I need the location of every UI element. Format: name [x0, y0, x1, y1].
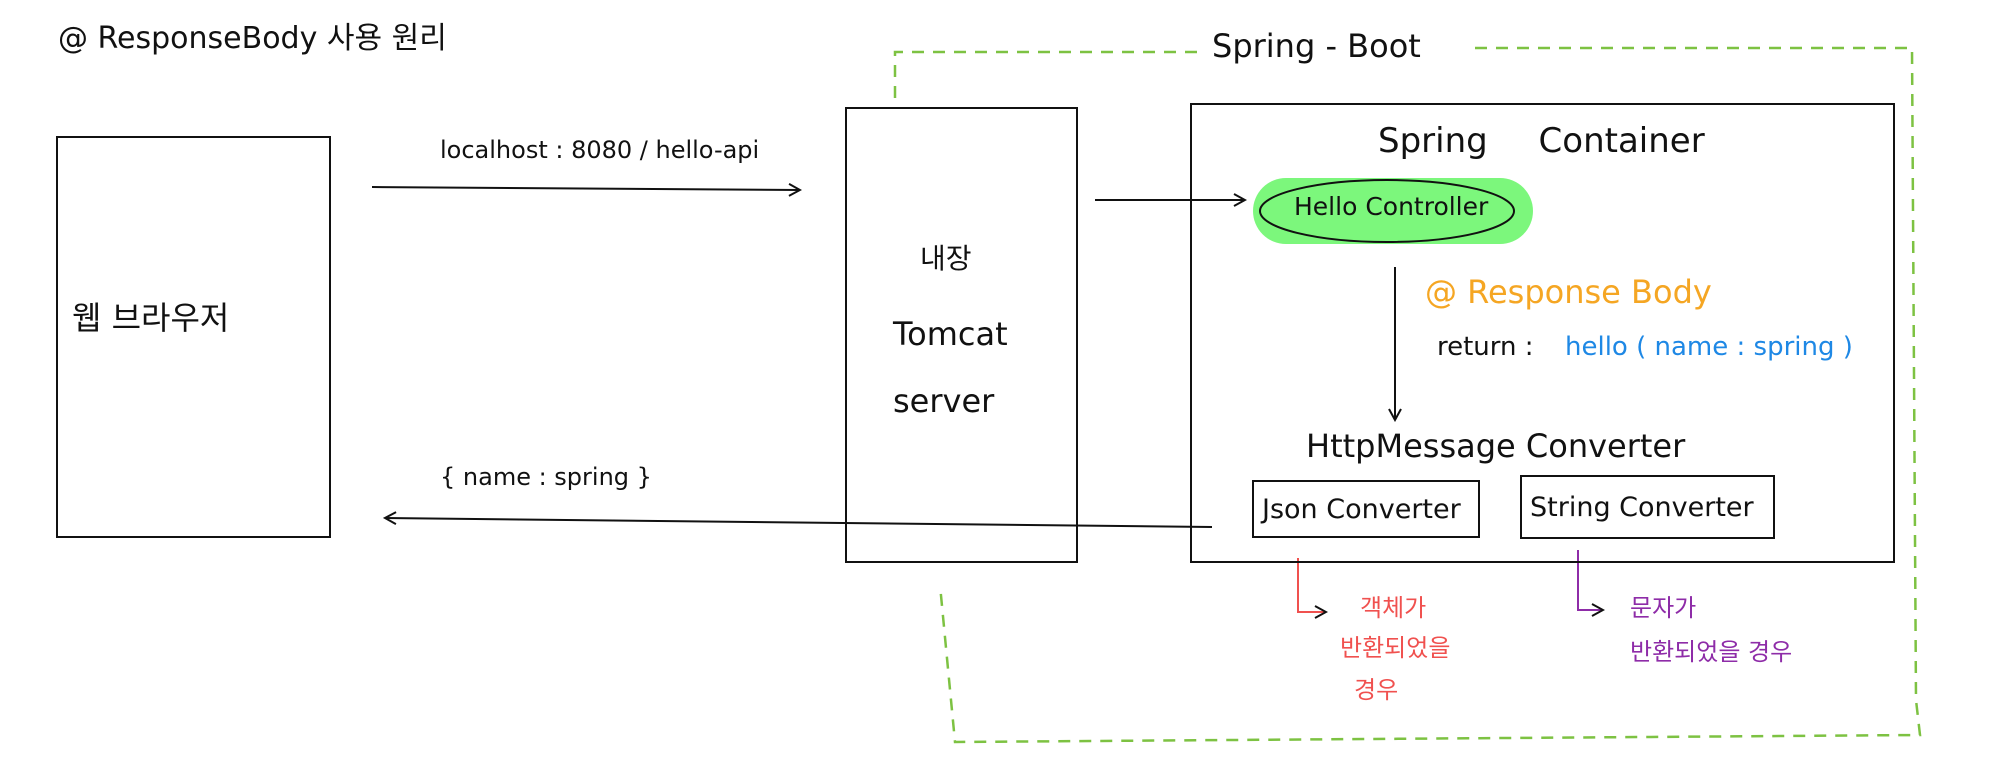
return-value: hello ( name : spring ) [1565, 332, 1853, 362]
request-arrow [371, 187, 800, 190]
http-message-converter-title: HttpMessage Converter [1306, 427, 1686, 465]
string-note-line1: 문자가 [1630, 594, 1697, 622]
spring-boot-boundary [893, 46, 1922, 744]
spring-boot-label: Spring - Boot [1212, 27, 1421, 65]
controller-highlight [1253, 178, 1533, 244]
string-converter-box [1520, 475, 1775, 539]
web-browser-label: 웹 브라우저 [72, 299, 230, 337]
tomcat-server-box [845, 107, 1078, 563]
tomcat-label-line3: server [893, 382, 995, 420]
string-note-line2: 반환되었을 경우 [1630, 638, 1793, 666]
web-browser-box [56, 136, 331, 538]
hello-controller: Hello Controller [1294, 192, 1489, 221]
response-body-annotation: @ Response Body [1425, 273, 1712, 311]
response-arrow [385, 518, 1213, 528]
json-converter-box [1252, 480, 1480, 538]
page-title: @ ResponseBody 사용 원리 [58, 21, 447, 56]
spring-container-title: Spring Container [1378, 121, 1705, 161]
return-keyword: return : [1437, 332, 1534, 362]
json-converter-label: Json Converter [1262, 494, 1461, 525]
tomcat-label-line1: 내장 [920, 242, 972, 275]
spring-container-box [1190, 103, 1895, 563]
string-converter-label: String Converter [1530, 492, 1754, 523]
tomcat-label-line2: Tomcat [893, 315, 1008, 353]
response-json-label: { name : spring } [440, 463, 652, 491]
controller-ellipse [1259, 179, 1515, 243]
object-note-pointer [1297, 558, 1326, 612]
object-note-line2: 반환되었을 [1340, 634, 1451, 662]
string-note-pointer [1577, 550, 1603, 610]
request-url-label: localhost : 8080 / hello-api [440, 136, 760, 164]
object-note-line3: 경우 [1354, 676, 1399, 704]
object-note-line1: 객체가 [1360, 594, 1427, 622]
